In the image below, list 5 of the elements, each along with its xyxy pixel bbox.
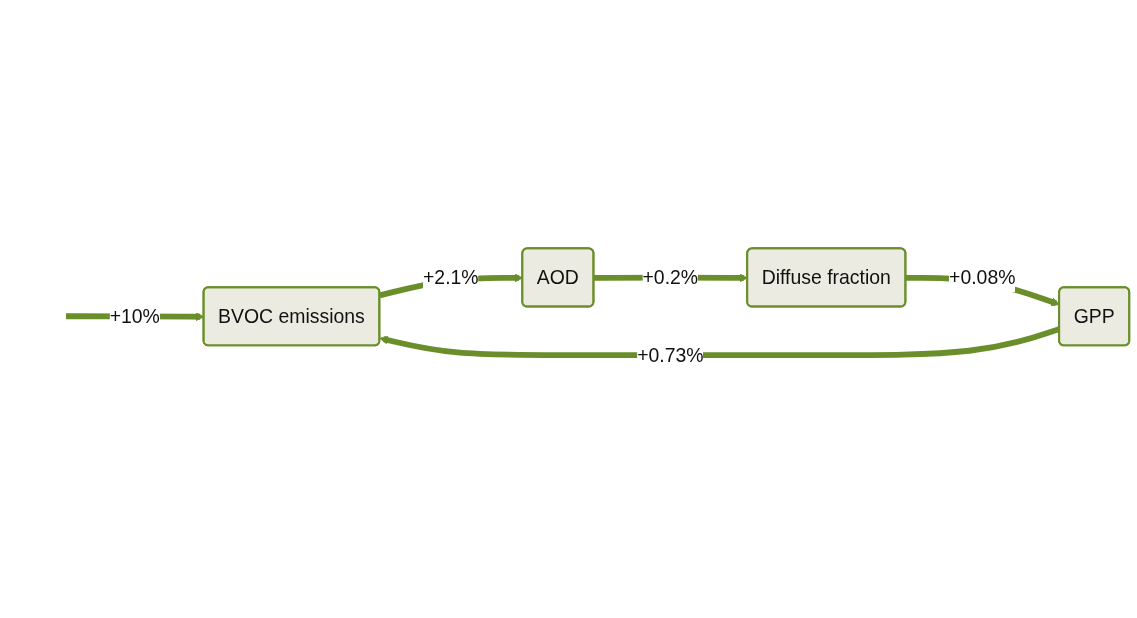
edge-label: +0.08% xyxy=(949,266,1016,289)
edge-label: +10% xyxy=(109,305,160,327)
edge-label: +0.2% xyxy=(642,266,699,289)
edge-label: +0.73% xyxy=(637,344,704,366)
edge-label: +2.1% xyxy=(423,266,479,289)
